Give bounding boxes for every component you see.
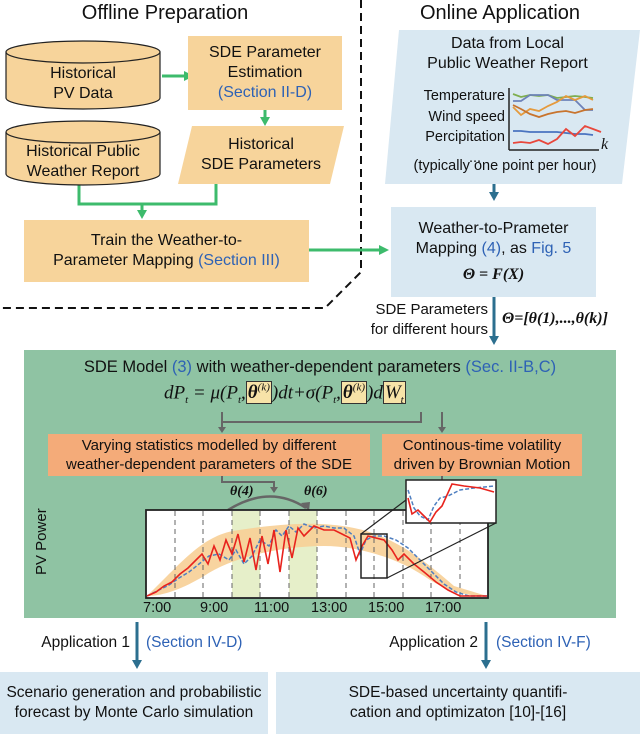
weather-to-parameter-mapping-box: Weather-to-Prameter Mapping (4), as Fig.…	[391, 207, 596, 297]
theta-4-label: θ(4)	[230, 484, 254, 499]
sde-title-sec: (Sec. II-B,C)	[465, 358, 557, 376]
sde-title-ref: (3)	[171, 358, 193, 376]
application-1-ref: (Section IV-D)	[146, 634, 243, 651]
sde-model-panel: SDE Model (3) with weather-dependent par…	[24, 350, 616, 618]
params-label-line1: SDE Parameters	[375, 301, 488, 318]
weather-data-box: Data from Local Public Weather Report Te…	[385, 30, 640, 184]
xtick-13: 13:00	[311, 600, 348, 616]
weather-data-footnote: (typically one point per hour)	[413, 158, 597, 174]
params-label: SDE Parameters for different hours	[340, 300, 488, 340]
varying-line1: Varying statistics modelled by different	[81, 437, 337, 454]
pv-data-line1: Historical	[50, 65, 116, 82]
sde-parameter-estimation-box: SDE Parameter Estimation (Section II-D)	[188, 36, 342, 110]
train-mapping-box: Train the Weather-to- Parameter Mapping …	[24, 220, 309, 282]
weather-data-line2: Public Weather Report	[427, 55, 588, 72]
application-1-label: Application 1	[41, 634, 130, 651]
label-temperature: Temperature	[423, 88, 505, 104]
sde-estimation-line1: SDE Parameter	[208, 44, 322, 61]
weather-report-line2: Weather Report	[26, 163, 140, 180]
train-mapping-ref: (Section III)	[198, 252, 280, 269]
weather-mini-chart	[508, 88, 602, 151]
label-ellipsis: ...	[468, 149, 482, 166]
xtick-17: 17:00	[425, 600, 462, 616]
offline-heading: Offline Preparation	[81, 2, 249, 24]
mapping-formula: Θ = F(X)	[462, 266, 525, 283]
mapping-line2-mid: , as	[501, 240, 532, 257]
uncertainty-quantification-box: SDE-based uncertainty quantifi- cation a…	[276, 672, 640, 734]
varying-line2: weather-dependent parameters of the SDE	[65, 456, 352, 473]
mapping-eq-ref: (4)	[481, 240, 502, 257]
online-heading: Online Application	[419, 2, 581, 24]
historical-sde-parameters-box: Historical SDE Parameters	[178, 126, 344, 184]
theta-k-highlight-2: θ(k)	[340, 381, 368, 405]
sde-title-pre: SDE Model	[83, 358, 172, 376]
theta-k-highlight-1: θ(k)	[245, 381, 272, 405]
application-2-ref: (Section IV-F)	[496, 634, 591, 651]
label-wind-speed: Wind speed	[428, 108, 505, 125]
historical-params-line1: Historical	[228, 136, 294, 153]
sde-panel-title: SDE Model (3) with weather-dependent par…	[24, 358, 616, 377]
historical-pv-data-cylinder: Historical PV Data	[5, 40, 161, 110]
volatility-line1: Continous-time volatility	[402, 437, 562, 454]
application-2-label: Application 2	[389, 634, 478, 651]
mapping-line2-pre: Mapping	[415, 240, 482, 257]
train-mapping-line1: Train the Weather-to-	[90, 232, 243, 249]
weather-report-line1: Historical Public	[26, 143, 140, 160]
sde-title-mid: with weather-dependent parameters	[192, 358, 466, 376]
weather-data-line1: Data from Local	[451, 35, 564, 52]
scenario-generation-box: Scenario generation and probabilistic fo…	[0, 672, 268, 734]
volatility-line2: driven by Brownian Motion	[393, 456, 571, 473]
axis-label-k: k	[601, 136, 609, 153]
theta-6-label: θ(6)	[304, 484, 328, 499]
xtick-7: 7:00	[143, 600, 172, 616]
params-label-line2: for different hours	[370, 321, 488, 338]
params-formula: Θ=[θ(1),...,θ(k)]	[502, 310, 608, 327]
pv-data-line2: PV Data	[53, 85, 113, 102]
equation-connectors	[218, 412, 446, 512]
sde-estimation-ref: (Section II-D)	[217, 84, 313, 101]
historical-weather-report-cylinder: Historical Public Weather Report	[5, 120, 161, 186]
sde-estimation-line2: Estimation	[227, 64, 303, 81]
varying-statistics-box: Varying statistics modelled by different…	[48, 434, 370, 476]
brownian-volatility-box: Continous-time volatility driven by Brow…	[382, 434, 582, 476]
app2-line2: cation and optimizaton [10]-[16]	[349, 704, 567, 721]
train-mapping-line2: Parameter Mapping	[53, 252, 194, 269]
xtick-9: 9:00	[200, 600, 229, 616]
mapping-line1: Weather-to-Prameter	[418, 220, 569, 237]
app1-line2: forecast by Monte Carlo simulation	[14, 704, 254, 721]
historical-params-line2: SDE Parameters	[200, 156, 322, 173]
section-divider	[0, 0, 362, 309]
mapping-fig-ref: Fig. 5	[531, 240, 572, 257]
xtick-15: 15:00	[368, 600, 405, 616]
app2-line1: SDE-based uncertainty quantifi-	[348, 684, 568, 701]
xtick-11: 11:00	[254, 600, 290, 616]
dw-highlight: Wt	[382, 381, 406, 407]
pv-power-plot	[145, 479, 497, 599]
app1-line1: Scenario generation and probabilistic	[6, 684, 262, 701]
label-precipitation: Percipitation	[425, 129, 505, 145]
